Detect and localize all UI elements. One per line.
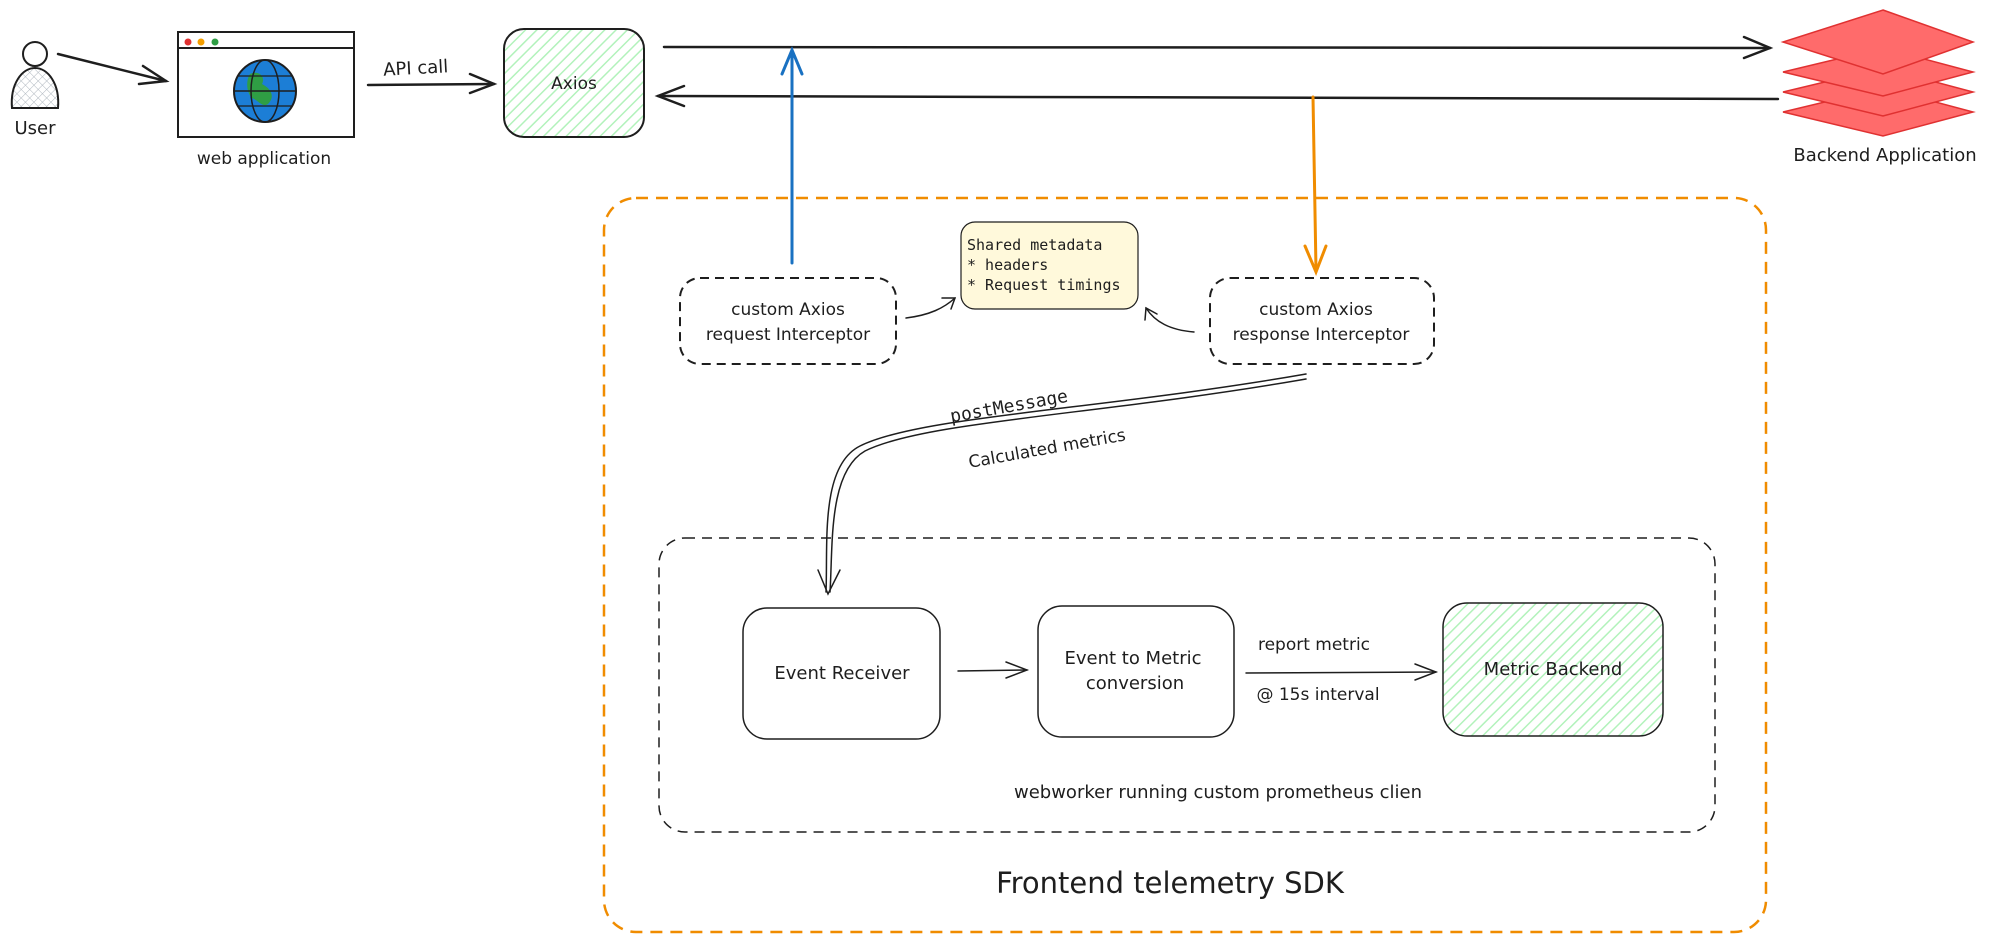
globe-icon xyxy=(233,59,297,123)
stacked-layers-icon xyxy=(1780,9,1976,137)
post-message-label: postMessage xyxy=(949,386,1070,427)
shared-metadata-line-1: Shared metadata xyxy=(967,236,1102,254)
response-interceptor-node[interactable] xyxy=(1209,277,1435,365)
request-interceptor-arrow xyxy=(780,46,804,265)
user-to-webapp-arrow xyxy=(56,52,170,86)
report-metric-label: report metric xyxy=(1258,635,1370,655)
backend-label: Backend Application xyxy=(1793,145,1976,166)
event-receiver-label: Event Receiver xyxy=(774,663,910,684)
request-interceptor-line-1: custom Axios xyxy=(731,300,845,320)
metric-backend-label: Metric Backend xyxy=(1484,659,1623,680)
event-to-metric-line-1: Event to Metric xyxy=(1064,648,1201,669)
axios-label: Axios xyxy=(551,74,597,94)
web-app-label: web application xyxy=(197,149,331,169)
person-icon xyxy=(10,41,60,109)
webworker-label: webworker running custom prometheus clie… xyxy=(1014,782,1422,803)
user-label: User xyxy=(14,118,56,139)
interval-label: @ 15s interval xyxy=(1256,685,1379,705)
response-to-metadata-arrow xyxy=(1144,306,1195,333)
metric-backend-node[interactable] xyxy=(1442,602,1664,737)
event-to-metric-line-2: conversion xyxy=(1086,673,1184,694)
request-interceptor-line-2: request Interceptor xyxy=(706,325,870,345)
response-interceptor-line-1: custom Axios xyxy=(1259,300,1373,320)
sdk-container xyxy=(602,196,1768,934)
shared-metadata-line-2: * headers xyxy=(967,256,1048,274)
event-receiver-node[interactable] xyxy=(742,607,941,740)
shared-metadata-note xyxy=(960,221,1139,310)
backend-to-axios-arrow xyxy=(654,84,1780,108)
post-message-arrow xyxy=(817,373,1307,596)
sdk-label: Frontend telemetry SDK xyxy=(996,866,1345,900)
calculated-metrics-label: Calculated metrics xyxy=(967,425,1127,472)
api-call-label: API call xyxy=(383,56,449,80)
response-interceptor-arrow xyxy=(1303,95,1328,277)
webworker-container xyxy=(658,537,1716,833)
axios-node[interactable] xyxy=(503,28,645,138)
api-call-arrow xyxy=(366,72,498,95)
shared-metadata-line-3: * Request timings xyxy=(967,276,1121,294)
axios-to-backend-arrow xyxy=(662,35,1774,60)
event-to-metric-node[interactable] xyxy=(1037,605,1235,738)
request-interceptor-node[interactable] xyxy=(679,277,897,365)
request-to-metadata-arrow xyxy=(905,297,957,319)
response-interceptor-line-2: response Interceptor xyxy=(1233,325,1410,345)
receiver-to-conversion-arrow xyxy=(957,661,1030,679)
report-metric-arrow xyxy=(1245,663,1439,681)
